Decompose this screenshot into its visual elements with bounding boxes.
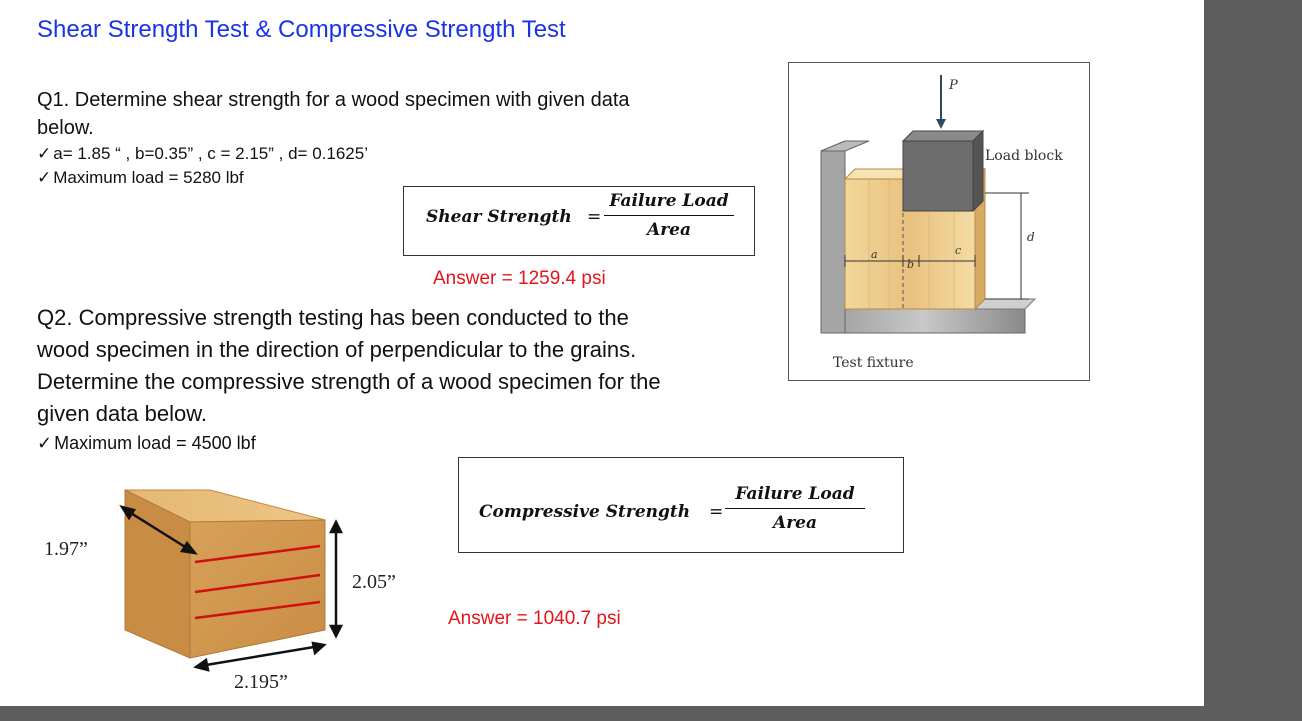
formula-fraction: Failure Load Area [604,191,734,240]
slide: Shear Strength Test & Compressive Streng… [30,16,1090,705]
formula-numerator: Failure Load [725,484,865,509]
formula-equals: = [709,502,724,522]
formula-numerator: Failure Load [604,191,734,216]
viewer-bottom-frame [0,706,1302,721]
wood-block-shape [124,489,326,659]
load-label: P [948,78,958,93]
wood-block-diagram: 1.97” 2.05” 2.195” [44,489,396,693]
dim-b-label: b [907,258,914,271]
test-fixture-shape [820,140,1037,334]
load-block-label: Load block [985,148,1063,164]
slide-title: Shear Strength Test & Compressive Streng… [37,16,566,43]
formula-fraction: Failure Load Area [725,484,865,533]
check-icon: ✓ [37,168,52,187]
dim-c-label: c [955,244,961,257]
load-arrow-icon [936,75,946,129]
answer-2: Answer = 1040.7 psi [448,608,621,629]
formula-equals: = [587,207,602,227]
question-1: Q1. Determine shear strength for a wood … [37,86,677,190]
dim-d-label: d [1027,230,1035,244]
width-label: 2.195” [234,671,288,693]
formula-denominator: Area [773,513,817,533]
question-2-text: Q2. Compressive strength testing has bee… [37,305,661,426]
q1-bullet-max-load: ✓Maximum load = 5280 lbf [37,168,244,187]
viewer-right-frame [1204,0,1302,721]
depth-label: 1.97” [44,538,88,560]
grain-lines [194,544,321,620]
test-fixture-label: Test fixture [833,355,914,371]
formula-lhs: Compressive Strength [479,502,691,522]
answer-1: Answer = 1259.4 psi [433,268,606,289]
width-arrow-icon [193,641,327,672]
compressive-specimen-figure: 1.97” 2.05” 2.195” [30,480,450,705]
height-label: 2.05” [352,571,396,593]
dim-a-label: a [871,248,878,261]
load-block [901,129,985,213]
shear-test-figure: P Load block Test fixture a b c d [788,62,1090,381]
depth-arrow-icon [119,505,198,555]
shear-test-diagram: P Load block Test fixture a b c d [820,75,1063,371]
height-arrow-icon [328,519,344,639]
formula-lhs: Shear Strength [426,207,572,227]
shear-strength-formula: Shear Strength = Failure Load Area [403,186,755,256]
dimension-lines [844,192,1029,300]
question-2: Q2. Compressive strength testing has bee… [37,302,677,456]
question-1-text: Q1. Determine shear strength for a wood … [37,89,630,139]
check-icon: ✓ [37,144,52,163]
check-icon: ✓ [37,433,53,453]
formula-denominator: Area [647,220,691,240]
q2-bullet-max-load: ✓Maximum load = 4500 lbf [37,433,256,453]
compressive-strength-formula: Compressive Strength = Failure Load Area [458,457,904,553]
q1-bullet-dimensions: ✓a= 1.85 “ , b=0.35” , c = 2.15” , d= 0.… [37,144,368,163]
